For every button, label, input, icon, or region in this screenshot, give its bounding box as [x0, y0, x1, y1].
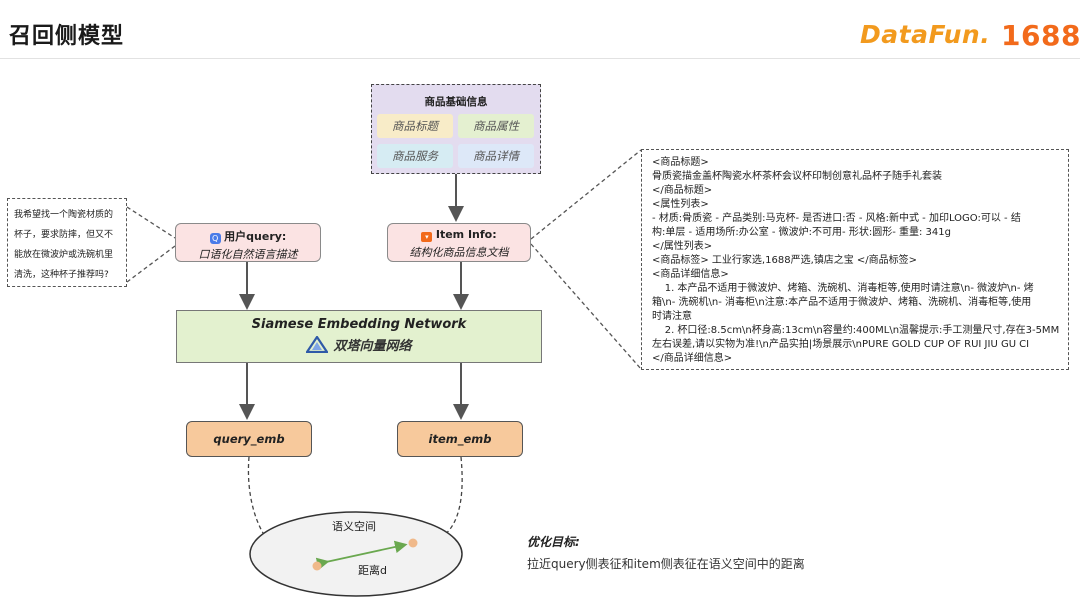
- tag-item-title: 商品标题: [377, 114, 453, 138]
- tag-item-attributes: 商品属性: [458, 114, 534, 138]
- doc-line: </属性列表>: [652, 241, 713, 252]
- semantic-space-title: 语义空间: [332, 520, 376, 533]
- doc-line: 1. 本产品不适用于微波炉、烤箱、洗碗机、消毒柜等,使用时请注意\n- 微波炉\…: [652, 283, 1034, 294]
- datafun-logo: DataFun.: [860, 20, 991, 49]
- user-query-node: Q 用户query: 口语化自然语言描述: [175, 223, 321, 262]
- siamese-network-box: Siamese Embedding Network 双塔向量网络: [176, 310, 542, 363]
- item-info-label: Item Info:: [435, 228, 497, 241]
- doc-line: 时请注意: [652, 311, 692, 322]
- query-emb-node: query_emb: [186, 421, 312, 457]
- dashed-example-top: [126, 206, 176, 239]
- page-title: 召回侧模型: [9, 24, 125, 49]
- user-query-desc: 口语化自然语言描述: [198, 248, 298, 261]
- item-point: [408, 538, 418, 548]
- network-logo-icon: [305, 335, 330, 354]
- item-info-desc: 结构化商品信息文档: [409, 246, 509, 259]
- tag-item-service: 商品服务: [377, 144, 453, 168]
- doc-line: 构:单层 - 适用场所:办公室 - 微波炉:不可用- 形状:圆形- 重量: 34…: [652, 227, 951, 238]
- query-example-box: 我希望找一个陶瓷材质的 杯子，要求防摔，但又不 能放在微波炉或洗碗机里 清洗，这…: [7, 198, 127, 287]
- doc-line: 箱\n- 洗碗机\n- 消毒柜\n注意:本产品不适用于微波炉、烤箱、洗碗机、消毒…: [652, 297, 1032, 308]
- search-icon: Q: [209, 233, 221, 244]
- item-base-info-title: 商品基础信息: [424, 96, 488, 108]
- header-divider: [0, 58, 1080, 59]
- doc-line: - 材质:骨质瓷 - 产品类别:马克杯- 是否进口:否 - 风格:新中式 - 加…: [652, 213, 1021, 224]
- query-example-line: 我希望找一个陶瓷材质的: [14, 210, 114, 220]
- item-info-node: ▾ Item Info: 结构化商品信息文档: [387, 223, 531, 262]
- query-point: [312, 561, 322, 571]
- doc-line: <商品标题>: [652, 157, 709, 168]
- doc-line: <商品标签> 工业行家选,1688严选,镇店之宝 </商品标签>: [652, 255, 918, 266]
- network-subtitle: 双塔向量网络: [333, 339, 412, 354]
- doc-line: 2. 杯口径:8.5cm\n杯身高:13cm\n容量约:400ML\n温馨提示:…: [652, 325, 1060, 336]
- doc-line: <商品详细信息>: [652, 269, 729, 280]
- distance-arrow: [315, 540, 408, 571]
- dashed-doc-top: [530, 149, 642, 240]
- 1688-logo: 1688: [1001, 19, 1080, 52]
- query-example-line: 杯子，要求防摔，但又不: [14, 230, 114, 240]
- objective-desc: 拉近query侧表征和item侧表征在语义空间中的距离: [527, 557, 805, 571]
- doc-line: </商品标题>: [652, 185, 713, 196]
- user-query-label: 用户query:: [224, 230, 287, 243]
- doc-line: <属性列表>: [652, 199, 709, 210]
- tag-item-detail: 商品详情: [458, 144, 534, 168]
- item-document-box: <商品标题> 骨质瓷描金盖杯陶瓷水杯茶杯会议杯印制创意礼品杯子随手礼套装 </商…: [641, 149, 1069, 370]
- network-title: Siamese Embedding Network: [251, 317, 467, 332]
- query-example-line: 能放在微波炉或洗碗机里: [14, 250, 114, 260]
- item-emb-node: item_emb: [397, 421, 523, 457]
- doc-line: </商品详细信息>: [652, 353, 733, 364]
- doc-line: 骨质瓷描金盖杯陶瓷水杯茶杯会议杯印制创意礼品杯子随手礼套装: [652, 171, 942, 182]
- item-base-info-box: 商品基础信息 商品标题 商品属性 商品服务 商品详情: [371, 84, 541, 174]
- shop-icon: ▾: [421, 232, 433, 242]
- dashed-doc-bottom: [530, 243, 642, 370]
- dashed-example-bottom: [126, 245, 176, 283]
- query-example-line: 清洗，这种杯子推荐吗?: [14, 270, 109, 280]
- doc-line: 左右误差,请以实物为准!\n产品实拍|场景展示\nPURE GOLD CUP O…: [652, 339, 1030, 350]
- objective-title: 优化目标:: [527, 535, 580, 549]
- distance-label: 距离d: [358, 564, 387, 577]
